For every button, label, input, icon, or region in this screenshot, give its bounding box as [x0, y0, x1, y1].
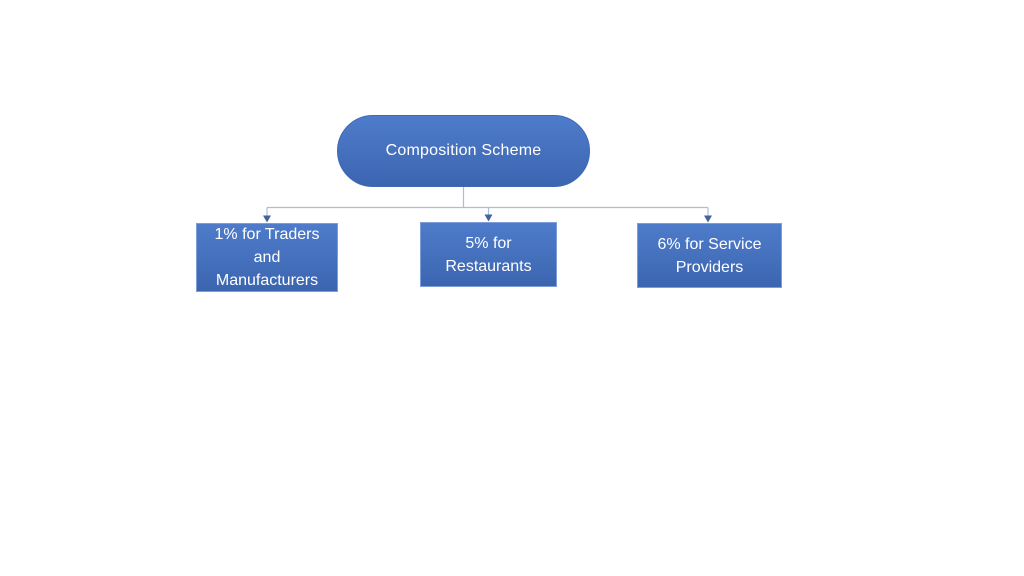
- node-label-line: 6% for Service: [657, 235, 762, 253]
- node-restaurants: 5% for Restaurants: [420, 222, 557, 287]
- arrow-down-icon: [484, 214, 493, 222]
- node-label-line: 1% for Traders: [214, 226, 320, 243]
- node-label-line: 5% for: [465, 234, 512, 252]
- node-label-line: Manufacturers: [215, 272, 319, 289]
- node-label: Composition Scheme: [385, 142, 542, 159]
- arrow-down-icon: [263, 215, 271, 223]
- arrow-down-icon: [704, 215, 712, 223]
- node-label-line: Restaurants: [445, 257, 532, 275]
- node-traders-manufacturers: 1% for Traders and Manufacturers: [196, 223, 338, 292]
- node-label-line: Providers: [675, 258, 744, 276]
- node-label-line: and: [253, 249, 281, 266]
- node-service-providers: 6% for Service Providers: [637, 223, 782, 288]
- node-composition-scheme: Composition Scheme: [337, 115, 590, 187]
